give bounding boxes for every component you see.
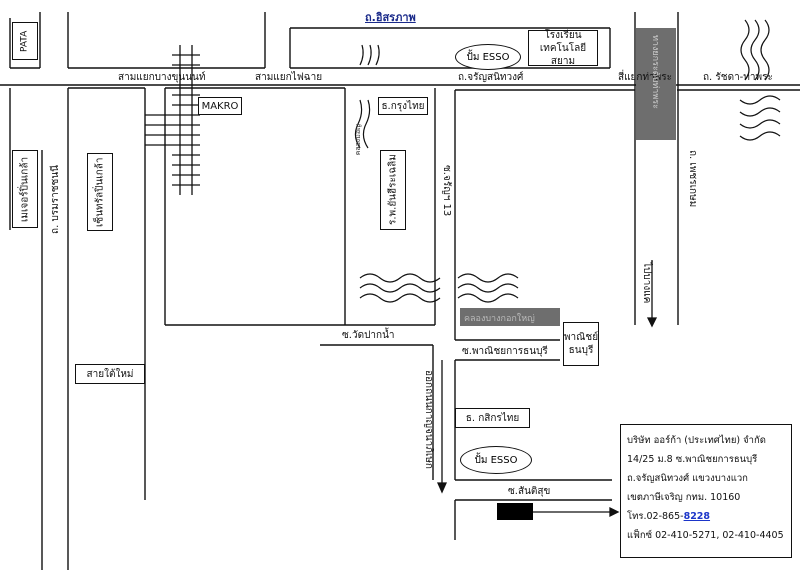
tha-phra-overpass-block xyxy=(636,28,676,140)
company-address-1: 14/25 ม.8 ซ.พาณิชยการธนบุรี xyxy=(627,454,758,465)
road-label-charan-13: ซ.จรัญฯ 13 xyxy=(441,165,452,217)
railway-track xyxy=(145,45,200,195)
landmark-krung-thai-bank: ธ.กรุงไทย xyxy=(378,97,428,115)
road-label-ratchada-tha-phra: ถ. รัชดา-ท่าพระ xyxy=(703,72,773,83)
phone-label: โทร.02-865- xyxy=(627,511,684,522)
landmark-makro: MAKRO xyxy=(198,97,242,115)
road-label-bang-khun-non: สามแยกบางขุนนนท์ xyxy=(118,72,206,83)
road-label-to-outer-ring: ออกถนนกาญจนาภิเษก xyxy=(423,370,434,469)
road-label-to-bang-khae: ไปบางแค xyxy=(641,262,652,304)
road-label-phetkasem: ถ. เพชรเกษม xyxy=(687,150,698,208)
canal-waves xyxy=(354,19,781,303)
arrow-head xyxy=(609,506,620,518)
phone-highlight[interactable]: 8228 xyxy=(683,511,711,522)
phanit-college-line2: ธนบุรี xyxy=(568,345,594,356)
canal-small-label: คลองมอญ xyxy=(354,124,362,156)
canal-label: คลองบางกอกใหญ่ xyxy=(464,314,535,324)
siam-tech-line2: เทคโนโลยีสยาม xyxy=(539,42,587,67)
road-label-wat-pak-nam: ซ.วัดปากน้ำ xyxy=(342,330,395,341)
road-label-phanit-thonburi: ซ.พาณิชยการธนบุรี xyxy=(462,346,548,357)
landmark-siam-tech-school: โรงเรียน เทคโนโลยีสยาม xyxy=(528,29,598,67)
road-label-tha-phra-intersection: สี่แยกท่าพระ xyxy=(618,72,673,83)
road-label-isarapap: ถ.อิสรภาพ xyxy=(365,11,416,24)
arrow-head xyxy=(436,482,448,494)
company-info-box: บริษัท ออร์ก้า (ประเทศไทย) จำกัด 14/25 ม… xyxy=(620,424,792,558)
company-name: บริษัท ออร์ก้า (ประเทศไทย) จำกัด xyxy=(627,435,766,446)
landmark-esso-bottom: ปั้ม ESSO xyxy=(460,446,532,474)
landmark-kasikorn-bank: ธ. กสิกรไทย xyxy=(455,408,530,428)
landmark-sai-tai-mai: สายใต้ใหม่ xyxy=(75,364,145,384)
canal-block xyxy=(460,308,560,326)
landmark-esso-top: ปั้ม ESSO xyxy=(455,44,521,70)
landmark-pata: PATA xyxy=(12,22,38,60)
arrow-head xyxy=(646,317,658,328)
company-address-2: ถ.จรัญสนิทวงศ์ แขวงบางแวก xyxy=(627,473,748,484)
landmark-central-pinklao: เซ็นทรัลปิ่นเกล้า xyxy=(87,153,113,231)
company-location-marker xyxy=(497,503,533,520)
company-address-3: เขตภาษีเจริญ กทม. 10160 xyxy=(627,492,741,503)
road-label-borommaratchachonnani: ถ. บรมราชชนนี xyxy=(50,165,61,234)
phanit-college-line1: พาณิชย์ xyxy=(563,332,599,343)
company-phone: โทร.02-865-8228 xyxy=(627,507,785,526)
road-label-charansanitwong: ถ.จรัญสนิทวงศ์ xyxy=(458,72,524,83)
company-fax: แฟ็กซ์ 02-410-5271, 02-410-4405 xyxy=(627,530,784,541)
siam-tech-line1: โรงเรียน xyxy=(544,29,582,41)
landmark-hospital: ร.พ.ยันฮีระเฉลิม xyxy=(380,150,406,230)
road-label-fai-chai: สามแยกไฟฉาย xyxy=(255,72,323,83)
landmark-pinklao-mall: เมเจอร์ปิ่นเกล้า xyxy=(12,150,38,228)
road-label-santisuk: ซ.สันติสุข xyxy=(508,486,551,497)
landmark-phanit-college: พาณิชย์ ธนบุรี xyxy=(563,322,599,366)
overpass-label: ทางยกระดับท่าพระ xyxy=(650,35,660,109)
